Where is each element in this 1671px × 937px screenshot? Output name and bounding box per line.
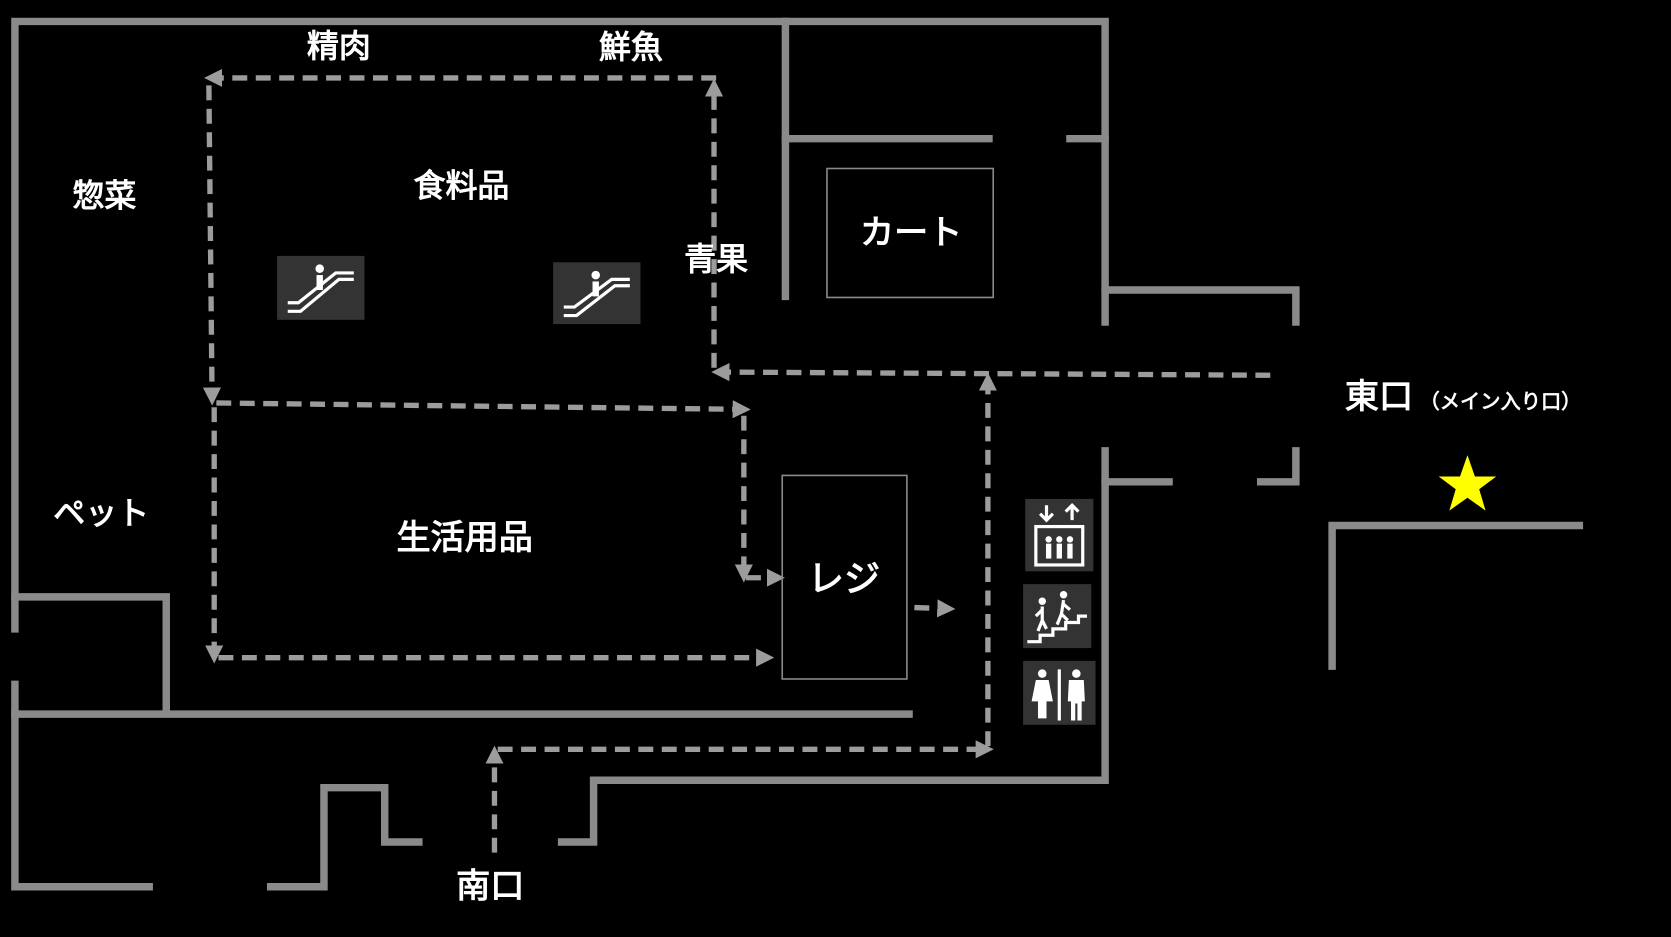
- escalator-icon: [553, 262, 641, 325]
- label-east-entrance-note: （メイン入り口）: [1420, 389, 1582, 413]
- route-arrow: [914, 599, 956, 618]
- label-south-entrance: 南口: [456, 866, 524, 906]
- elevator-icon: [1025, 498, 1094, 572]
- label-deli: 惣菜: [72, 176, 136, 214]
- label-east-entrance: 東口: [1345, 377, 1413, 417]
- label-register: レジ: [808, 557, 880, 600]
- route-arrow: [202, 85, 222, 406]
- label-produce: 青果: [684, 240, 748, 278]
- wall: [1328, 521, 1584, 670]
- wall: [1256, 447, 1300, 486]
- register-counter: [781, 474, 908, 680]
- label-pet: ペット: [53, 494, 149, 532]
- routes: [202, 68, 1271, 853]
- stairs-icon: [1023, 584, 1092, 649]
- escalator-icon: [277, 255, 365, 320]
- label-daily-goods: 生活用品: [396, 518, 532, 558]
- wall: [557, 447, 1109, 846]
- label-fish: 鮮魚: [599, 28, 663, 66]
- wall: [11, 680, 153, 891]
- label-cart: カート: [860, 213, 962, 253]
- label-meat: 精肉: [307, 27, 371, 65]
- restroom-icon: [1023, 660, 1096, 725]
- cart-area: [826, 167, 995, 299]
- wall: [11, 593, 170, 716]
- wall: [1101, 286, 1300, 326]
- wall: [266, 783, 423, 891]
- route-arrow: [711, 363, 1271, 382]
- label-food: 食料品: [413, 167, 509, 205]
- route-arrow: [216, 400, 751, 419]
- star-icon: [1438, 455, 1497, 511]
- walls: [11, 17, 1584, 891]
- wall: [11, 17, 1109, 633]
